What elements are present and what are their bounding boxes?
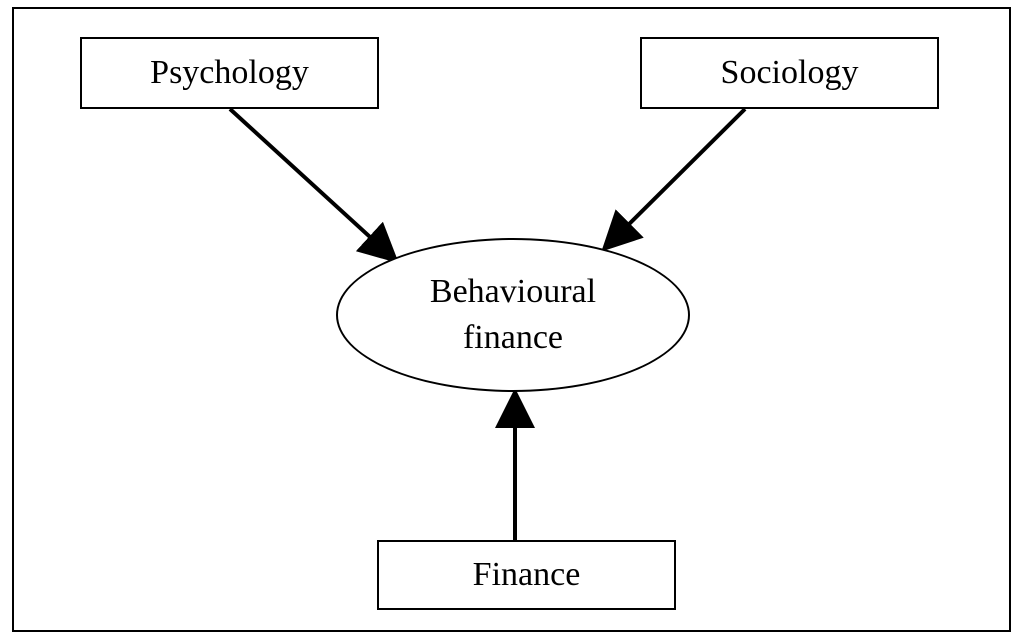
finance-node: Finance xyxy=(377,540,676,610)
sociology-node: Sociology xyxy=(640,37,939,109)
psychology-node: Psychology xyxy=(80,37,379,109)
sociology-label: Sociology xyxy=(720,54,859,91)
diagram-frame xyxy=(12,7,1011,632)
behavioural-finance-label-line1: Behavioural xyxy=(429,273,597,310)
behavioural-finance-label-line2: finance xyxy=(462,319,564,356)
psychology-label: Psychology xyxy=(150,54,309,91)
behavioural-finance-node: Behavioural finance xyxy=(336,238,690,392)
finance-label: Finance xyxy=(472,556,581,593)
